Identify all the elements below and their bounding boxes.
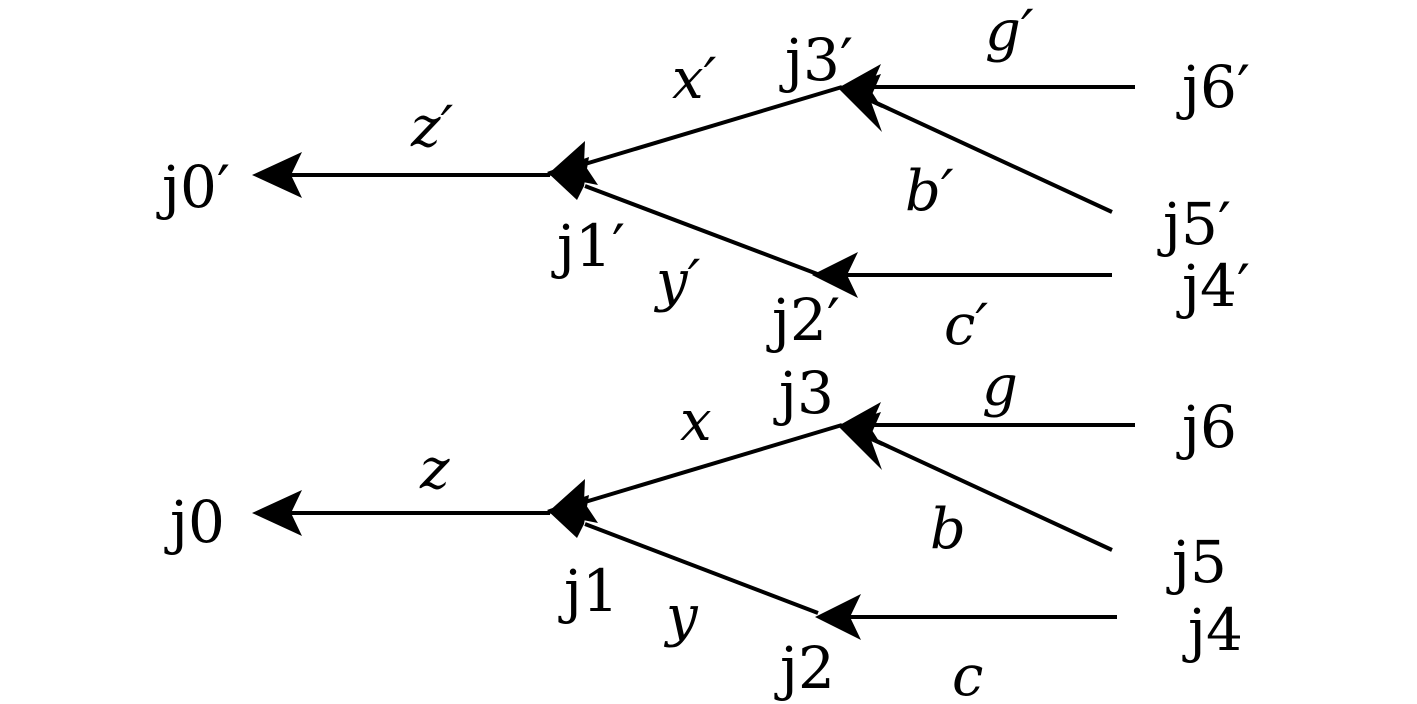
- arrowhead-z: [252, 490, 302, 536]
- node-label-j0: j0: [164, 488, 225, 556]
- edge-b: [869, 436, 1113, 552]
- edge-label-x: x: [680, 389, 712, 454]
- edge-label-c: c′: [944, 293, 988, 358]
- edge-label-y: y: [663, 584, 699, 649]
- arrowhead-c: [815, 594, 861, 640]
- arrowhead-z-primed: [252, 152, 302, 198]
- arrowhead-y: [547, 495, 589, 538]
- edge-label-c: c: [952, 644, 983, 704]
- edge-label-b: b′: [905, 159, 954, 224]
- edge-label-y: y′: [653, 249, 701, 314]
- arrowhead-b: [838, 412, 882, 470]
- edge-label-x: x′: [672, 47, 717, 112]
- node-label-j6: j6′: [1176, 53, 1250, 121]
- edge-y-primed: [584, 184, 821, 277]
- arrowhead-b-primed: [838, 74, 882, 132]
- node-label-j1: j1: [558, 557, 619, 625]
- arrowhead-c-primed: [812, 252, 858, 298]
- node-label-j2: j2′: [766, 286, 840, 354]
- arrowhead-y-primed: [547, 157, 589, 200]
- node-label-j3: j3: [773, 359, 834, 427]
- node-label-j1: j1′: [551, 212, 625, 280]
- edge-label-b: b: [930, 497, 966, 562]
- edge-label-g: g: [982, 354, 1018, 419]
- edge-y: [584, 522, 819, 615]
- edge-b-primed: [869, 98, 1113, 214]
- edge-label-z: z′: [410, 95, 454, 160]
- node-label-j4: j4: [1182, 596, 1243, 664]
- edge-x: [584, 423, 843, 504]
- node-label-j5: j5: [1166, 528, 1227, 596]
- node-label-j4: j4′: [1176, 252, 1250, 320]
- node-label-j6: j6: [1176, 393, 1237, 461]
- node-label-j3: j3′: [779, 26, 853, 94]
- edge-label-g: g′: [985, 0, 1034, 64]
- node-label-j0: j0′: [156, 153, 230, 221]
- tree-unprimed: j0 j1 j2 j3 j4 j5 j6 z x y g b c: [164, 354, 1243, 704]
- node-label-j5: j5′: [1157, 190, 1231, 258]
- node-label-j2: j2: [774, 634, 835, 702]
- tree-primed: j0′ j1′ j2′ j3′ j4′ j5′ j6′ z′ x′ y′ g′ …: [156, 0, 1250, 358]
- edge-x-primed: [584, 85, 843, 166]
- edge-label-z: z: [419, 437, 450, 502]
